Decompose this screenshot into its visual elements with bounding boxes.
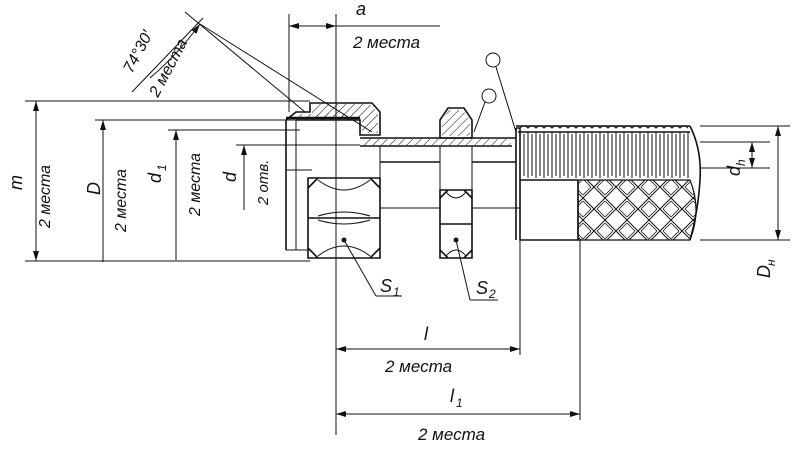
label-d: d xyxy=(220,171,240,182)
label-D-note: 2 места xyxy=(113,169,130,233)
label-l1-note: 2 места xyxy=(417,425,485,444)
nut-s2 xyxy=(439,189,473,259)
label-dh-sub: h xyxy=(734,159,748,166)
dimension-Dh: D н xyxy=(700,125,790,278)
dimension-d: d 2 отв. xyxy=(220,144,360,210)
dimension-d1: d 1 2 места xyxy=(145,129,300,260)
corrugated-hose xyxy=(516,125,702,241)
label-l1-sub: 1 xyxy=(456,396,463,410)
leader-balloons xyxy=(473,52,517,133)
label-S2-sub: 2 xyxy=(488,287,496,301)
label-S1-sub: 1 xyxy=(393,285,400,299)
label-l1: l xyxy=(450,386,455,406)
dimension-dh: d h xyxy=(700,141,770,176)
dimension-m: m 2 места xyxy=(6,100,310,262)
label-m-note: 2 места xyxy=(37,165,54,229)
dimension-l: l 2 места xyxy=(336,240,521,376)
dimension-l1: l 1 2 места xyxy=(336,240,581,444)
label-dh: d xyxy=(724,165,744,176)
label-d1: d xyxy=(145,172,165,183)
dimension-D: D 2 места xyxy=(84,119,300,262)
label-d1-note: 2 места xyxy=(187,153,204,217)
label-Dh-sub: н xyxy=(764,259,778,266)
label-D: D xyxy=(84,182,104,195)
label-s1-group: S 1 xyxy=(343,239,402,299)
label-l: l xyxy=(424,324,429,344)
label-l-note: 2 места xyxy=(384,357,452,376)
dimension-a: a 2 места xyxy=(288,0,440,435)
label-S1: S xyxy=(380,276,392,296)
label-angle-note: 2 места xyxy=(146,36,191,101)
label-a: a xyxy=(356,0,366,19)
nut-s1 xyxy=(307,177,381,259)
label-angle: 74°30′ xyxy=(121,27,158,76)
label-S2: S xyxy=(476,278,488,298)
label-d-note: 2 отв. xyxy=(255,160,272,206)
label-d1-sub: 1 xyxy=(155,164,169,171)
label-Dh: D xyxy=(754,265,774,278)
label-m: m xyxy=(6,175,26,190)
label-a-note: 2 места xyxy=(352,33,420,52)
label-s2-group: S 2 xyxy=(455,239,498,301)
